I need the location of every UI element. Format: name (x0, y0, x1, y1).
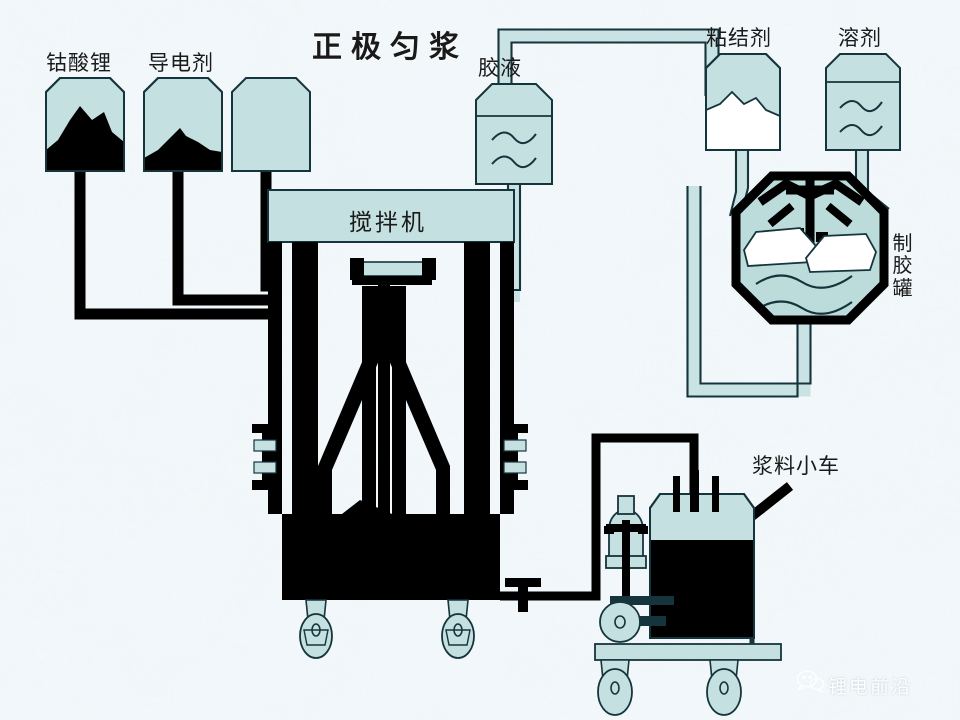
cart-caster-rear (706, 659, 742, 716)
hopper-lco (45, 77, 125, 172)
mixer-valve-right (500, 424, 528, 490)
watermark-text: 锂电前沿 (828, 676, 913, 698)
mixer-caster-right (441, 599, 475, 659)
mixer-column-right-inner (464, 242, 490, 514)
label-solvent: 溶剂 (838, 26, 882, 50)
cart-caster-small (599, 601, 666, 643)
mixer-coupling (350, 258, 436, 285)
label-glue-tank: 制胶罐 (892, 231, 914, 300)
page-title: 正极匀浆 (312, 30, 468, 65)
tank-solvent (825, 53, 901, 151)
mixer-agitator (318, 285, 450, 515)
label-conductive-agent: 导电剂 (148, 51, 214, 75)
pipe-hoppers-to-mixer (74, 171, 282, 320)
pipe-glue-return (686, 186, 812, 398)
tank-glue-liquid (475, 83, 553, 185)
mixer-caster-left (299, 599, 333, 659)
cart-deck (594, 643, 782, 661)
hopper-empty (231, 77, 311, 172)
hopper-conductive-agent (143, 77, 223, 172)
mixer-valve-left (252, 424, 280, 490)
label-mixer: 搅拌机 (349, 210, 427, 236)
mixer-vessel-bottom (282, 514, 500, 600)
agitator (757, 176, 865, 248)
label-binder: 粘结剂 (706, 26, 772, 50)
label-slurry-cart: 浆料小车 (752, 454, 840, 478)
mixer-column-left-inner (292, 242, 318, 514)
label-lithium-cobalt-oxide: 钴酸锂 (46, 51, 112, 75)
slurry-cart (594, 470, 794, 716)
octagon-glue-tank (731, 171, 889, 325)
cart-push-handle (748, 482, 794, 520)
cart-caster-front (597, 659, 633, 716)
hopper-binder (705, 53, 781, 151)
label-glue-liquid: 胶液 (478, 56, 522, 80)
wechat-bubble-icon (796, 670, 825, 693)
cart-drum-inlets (673, 470, 719, 512)
mixer-head (267, 189, 515, 243)
mixer-discharge-valve (505, 578, 541, 612)
cart-gas-cylinder (604, 495, 674, 620)
mixer-main (252, 189, 541, 659)
pipe-mixer-to-cart (500, 433, 699, 601)
